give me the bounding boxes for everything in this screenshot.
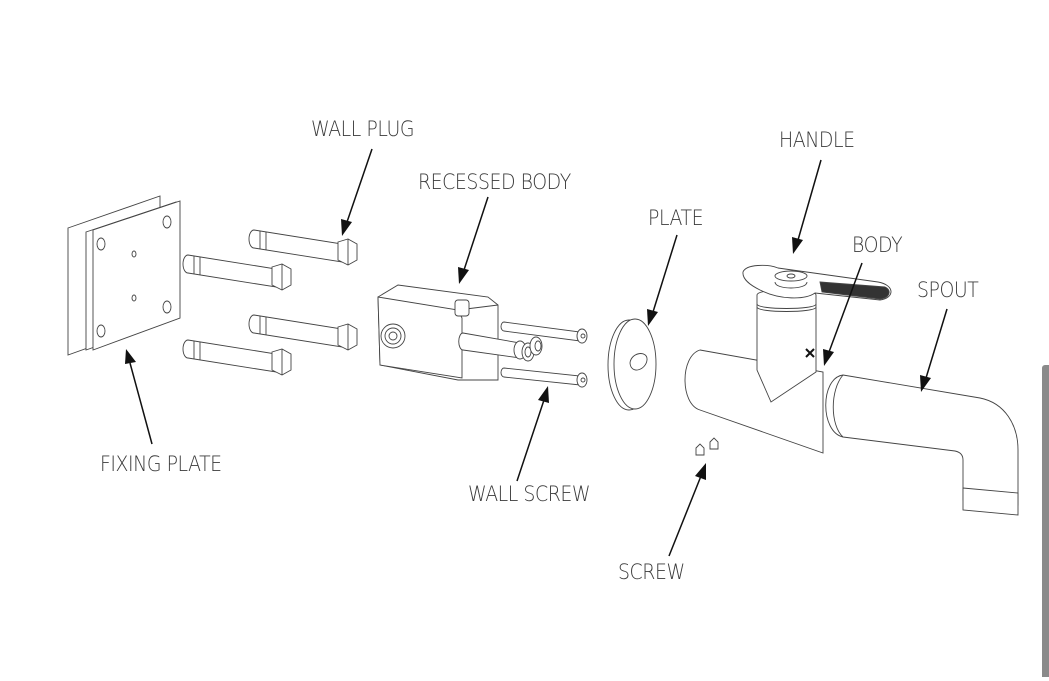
tap-assembly-part [684, 264, 1019, 516]
wall-plug-3 [248, 314, 358, 351]
label-wall-plug: WALL PLUG [311, 117, 415, 141]
label-spout: SPOUT [917, 278, 979, 302]
arrow-wall-screw [516, 386, 549, 482]
label-screw: SCREW [618, 560, 685, 584]
recessed-body-part [377, 284, 543, 381]
label-recessed-body: RECESSED BODY [418, 170, 571, 194]
wall-plugs-part [182, 229, 358, 376]
wall-plug-4 [182, 339, 292, 376]
leader-arrows [125, 148, 948, 557]
arrow-wall-plug [341, 148, 373, 236]
wall-plug-2 [182, 254, 292, 291]
wall-screws-part [500, 321, 588, 388]
wall-plug-1 [248, 229, 358, 266]
label-handle: HANDLE [779, 128, 855, 152]
arrow-spout [920, 308, 948, 392]
arrow-body [823, 262, 863, 366]
plate-part [607, 318, 657, 411]
arrow-plate [647, 234, 678, 326]
label-body: BODY [852, 233, 903, 257]
arrow-fixing-plate [125, 349, 153, 445]
screws-part [695, 437, 719, 456]
label-wall-screw: WALL SCREW [468, 482, 591, 506]
vertical-scrollbar[interactable] [1042, 365, 1049, 677]
label-plate: PLATE [648, 206, 704, 230]
arrow-handle [792, 159, 822, 254]
arrow-screw [668, 463, 706, 557]
fixing-plate-part [67, 195, 181, 356]
label-fixing-plate: FIXING PLATE [100, 452, 222, 476]
arrow-recessed-body [458, 196, 489, 284]
